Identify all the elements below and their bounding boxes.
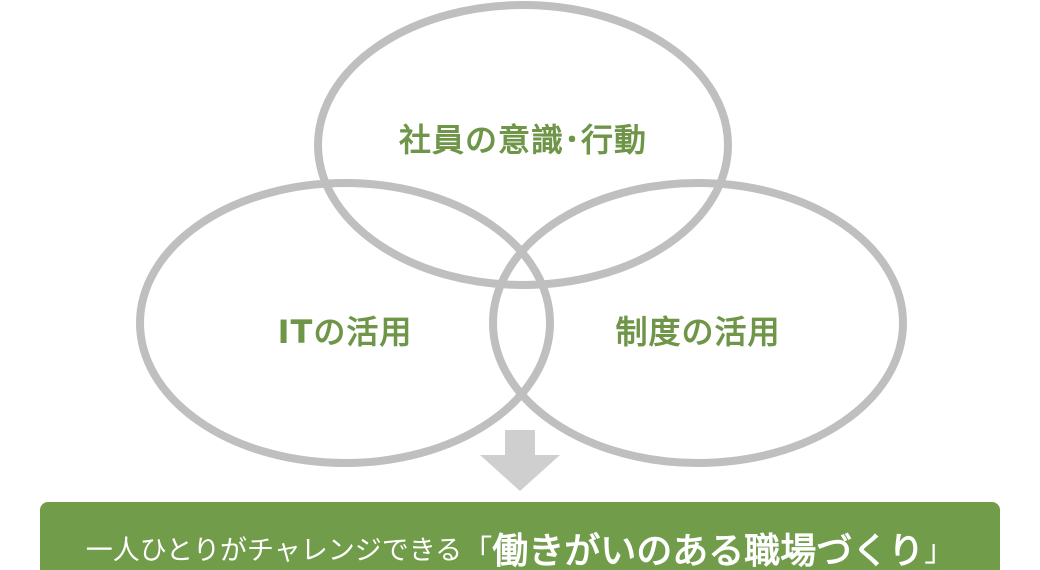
banner-open-bracket: 「 (462, 534, 493, 569)
banner-lead-text: 一人ひとりがチャレンジできる (85, 535, 463, 567)
label-it-usage: ITの活用 (277, 313, 413, 351)
banner-emphasis-text: 働きがいのある職場づくり (492, 531, 925, 570)
circle-employee-awareness (314, 1, 732, 289)
label-employee-awareness: 社員の意識･行動 (398, 121, 648, 159)
banner-close-bracket: 」 (924, 534, 955, 569)
circle-it-usage (136, 179, 554, 467)
down-arrow-icon (480, 430, 560, 491)
goal-banner: 一人ひとりがチャレンジできる「働きがいのある職場づくり」 (40, 502, 1000, 570)
label-system-usage: 制度の活用 (615, 313, 781, 351)
circle-system-usage (489, 179, 907, 467)
